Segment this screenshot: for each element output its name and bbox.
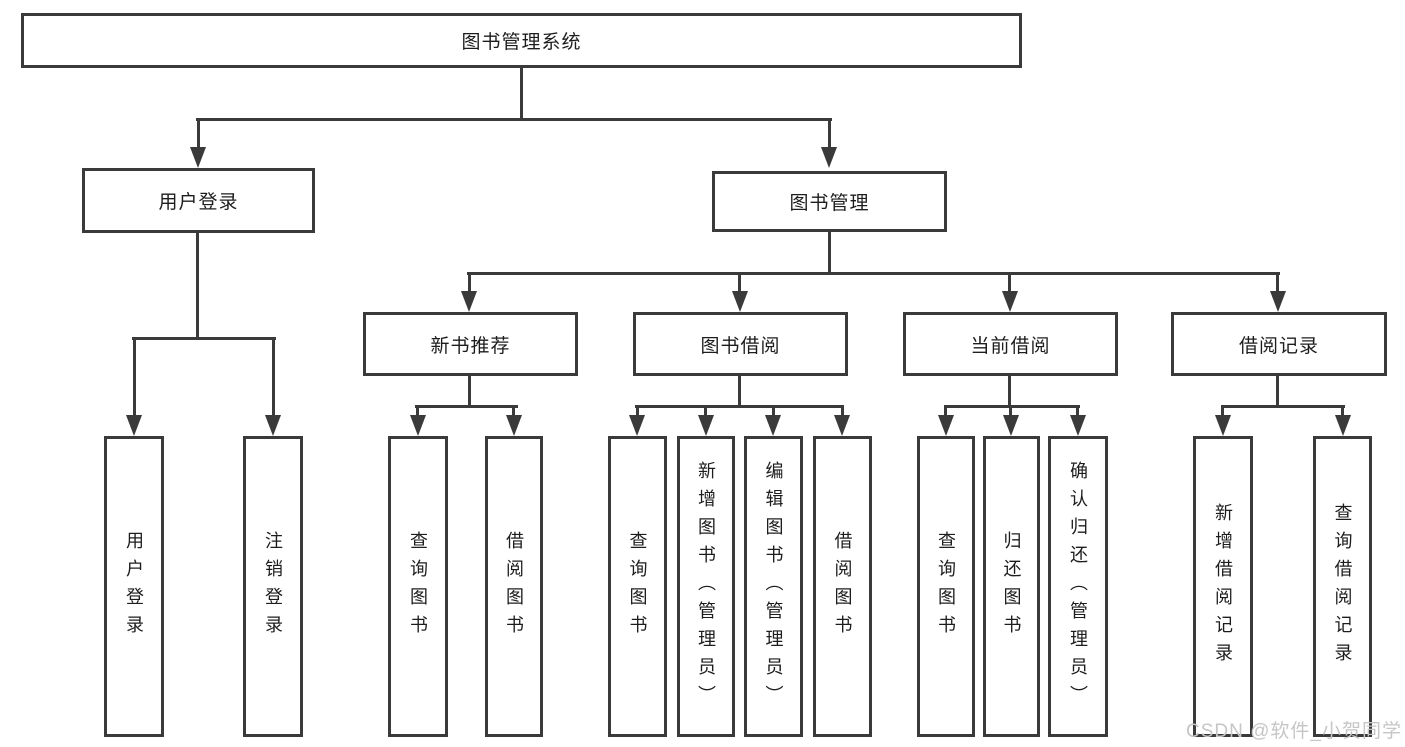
connector-stem-new-books <box>468 272 471 293</box>
leaf-label: 确认归还（管理员） <box>1068 460 1088 713</box>
connector-stem <box>512 405 515 417</box>
arrow-down-icon <box>461 291 477 312</box>
connector-stem-leaf-logout <box>272 337 275 417</box>
arrow-down-icon <box>938 415 954 436</box>
leaf-newbooks-borrow: 借阅图书 <box>485 436 543 737</box>
connector-root-hline <box>196 118 832 121</box>
arrow-down-icon <box>190 147 206 168</box>
arrow-down-icon <box>1335 415 1351 436</box>
leaf-label: 用户登录 <box>124 530 144 643</box>
leaf-label: 查询图书 <box>936 530 956 643</box>
connector-user-login-vline <box>196 233 199 340</box>
arrow-down-icon <box>698 415 714 436</box>
arrow-down-icon <box>732 291 748 312</box>
connector-stem-book-mgmt <box>828 118 831 149</box>
connector-new-books-hline <box>415 405 518 408</box>
leaf-borrow-borrow: 借阅图书 <box>813 436 872 737</box>
arrow-down-icon <box>1003 415 1019 436</box>
connector-stem-leaf-user-login <box>133 337 136 417</box>
connector-stem <box>636 405 639 417</box>
connector-records-hline <box>1221 405 1345 408</box>
leaf-records-add: 新增借阅记录 <box>1193 436 1253 737</box>
leaf-label: 查询图书 <box>408 530 428 643</box>
node-root: 图书管理系统 <box>21 13 1022 68</box>
leaf-newbooks-query: 查询图书 <box>388 436 448 737</box>
arrow-down-icon <box>1270 291 1286 312</box>
connector-current-vline <box>1008 376 1011 408</box>
node-book-mgmt: 图书管理 <box>712 171 947 232</box>
arrow-down-icon <box>1070 415 1086 436</box>
arrow-down-icon <box>410 415 426 436</box>
connector-user-login-hline <box>132 337 276 340</box>
leaf-logout: 注销登录 <box>243 436 303 737</box>
connector-stem <box>1341 405 1344 417</box>
arrow-down-icon <box>1002 291 1018 312</box>
connector-stem <box>704 405 707 417</box>
node-current-borrow: 当前借阅 <box>903 312 1118 376</box>
connector-book-mgmt-vline <box>828 232 831 275</box>
leaf-current-confirm: 确认归还（管理员） <box>1048 436 1108 737</box>
leaf-label: 归还图书 <box>1001 530 1022 643</box>
arrow-down-icon <box>765 415 781 436</box>
arrow-down-icon <box>821 147 837 168</box>
connector-records-vline <box>1276 376 1279 408</box>
leaf-records-query: 查询借阅记录 <box>1313 436 1372 737</box>
leaf-borrow-add: 新增图书（管理员） <box>677 436 735 737</box>
arrow-down-icon <box>265 415 281 436</box>
leaf-borrow-edit: 编辑图书（管理员） <box>744 436 803 737</box>
connector-borrow-hline <box>635 405 844 408</box>
node-borrow-records: 借阅记录 <box>1171 312 1387 376</box>
connector-stem-records <box>1276 272 1279 293</box>
leaf-label: 编辑图书（管理员） <box>763 460 784 713</box>
arrow-down-icon <box>506 415 522 436</box>
leaf-label: 新增图书（管理员） <box>696 460 716 713</box>
connector-stem <box>1009 405 1012 417</box>
csdn-watermark: CSDN @软件_小贺同学 <box>1186 721 1402 742</box>
leaf-borrow-query: 查询图书 <box>608 436 667 737</box>
leaf-current-return: 归还图书 <box>983 436 1040 737</box>
connector-stem <box>772 405 775 417</box>
connector-current-hline <box>944 405 1080 408</box>
connector-stem-current <box>1008 272 1011 293</box>
leaf-label: 查询借阅记录 <box>1332 502 1353 671</box>
connector-stem <box>1221 405 1224 417</box>
leaf-label: 查询图书 <box>627 530 648 643</box>
connector-stem <box>841 405 844 417</box>
node-book-borrow: 图书借阅 <box>633 312 848 376</box>
node-user-login: 用户登录 <box>82 168 315 233</box>
connector-stem <box>416 405 419 417</box>
arrow-down-icon <box>126 415 142 436</box>
connector-book-mgmt-hline <box>467 272 1280 275</box>
leaf-user-login: 用户登录 <box>104 436 164 737</box>
leaf-label: 新增借阅记录 <box>1213 502 1233 671</box>
node-new-books: 新书推荐 <box>363 312 578 376</box>
arrow-down-icon <box>629 415 645 436</box>
leaf-label: 注销登录 <box>263 530 283 643</box>
connector-root-vline <box>520 66 523 121</box>
connector-stem-user-login <box>197 118 200 149</box>
connector-stem-borrow <box>738 272 741 293</box>
leaf-current-query: 查询图书 <box>917 436 975 737</box>
connector-new-books-vline <box>468 376 471 408</box>
leaf-label: 借阅图书 <box>504 530 524 643</box>
arrow-down-icon <box>1215 415 1231 436</box>
connector-stem <box>1076 405 1079 417</box>
connector-stem <box>944 405 947 417</box>
leaf-label: 借阅图书 <box>832 530 853 643</box>
connector-borrow-vline <box>738 376 741 408</box>
arrow-down-icon <box>834 415 850 436</box>
